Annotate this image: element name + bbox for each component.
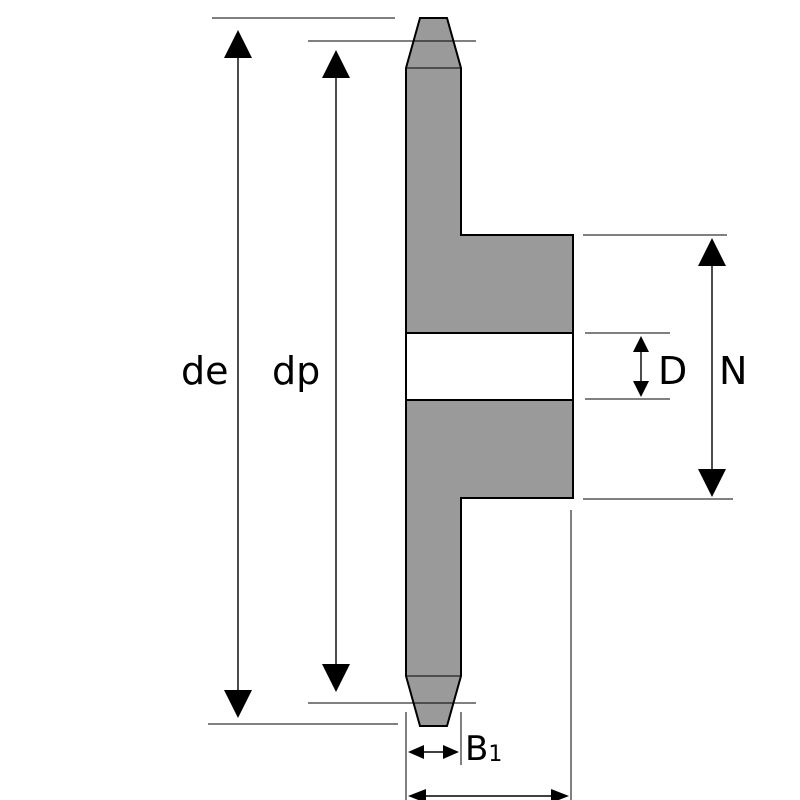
d-arrow-down [633,381,649,397]
hub-width-arrow-left [408,789,426,800]
hub-width-arrow-right [551,789,569,800]
b1-label-main: B [465,729,488,769]
hub-width-dimension [408,789,569,800]
b1-arrow-right [443,745,459,759]
dp-arrow-up [322,50,350,78]
d-dimension [633,336,649,397]
de-label: de [181,349,229,393]
b1-dimension [408,745,459,759]
b1-arrow-left [408,745,424,759]
dp-arrow-down [322,664,350,692]
n-arrow-down [698,469,726,497]
b1-label: B1 [465,729,502,769]
d-arrow-up [633,336,649,352]
n-arrow-up [698,238,726,266]
d-label: D [658,349,687,393]
n-label: N [719,349,747,393]
de-arrow-up [224,30,252,58]
b1-label-subscript: 1 [488,742,502,767]
de-arrow-down [224,690,252,718]
de-dimension [224,30,252,718]
dp-dimension [322,50,350,692]
bore-hole [405,332,574,401]
n-dimension [698,238,726,497]
dp-label: dp [272,349,320,393]
